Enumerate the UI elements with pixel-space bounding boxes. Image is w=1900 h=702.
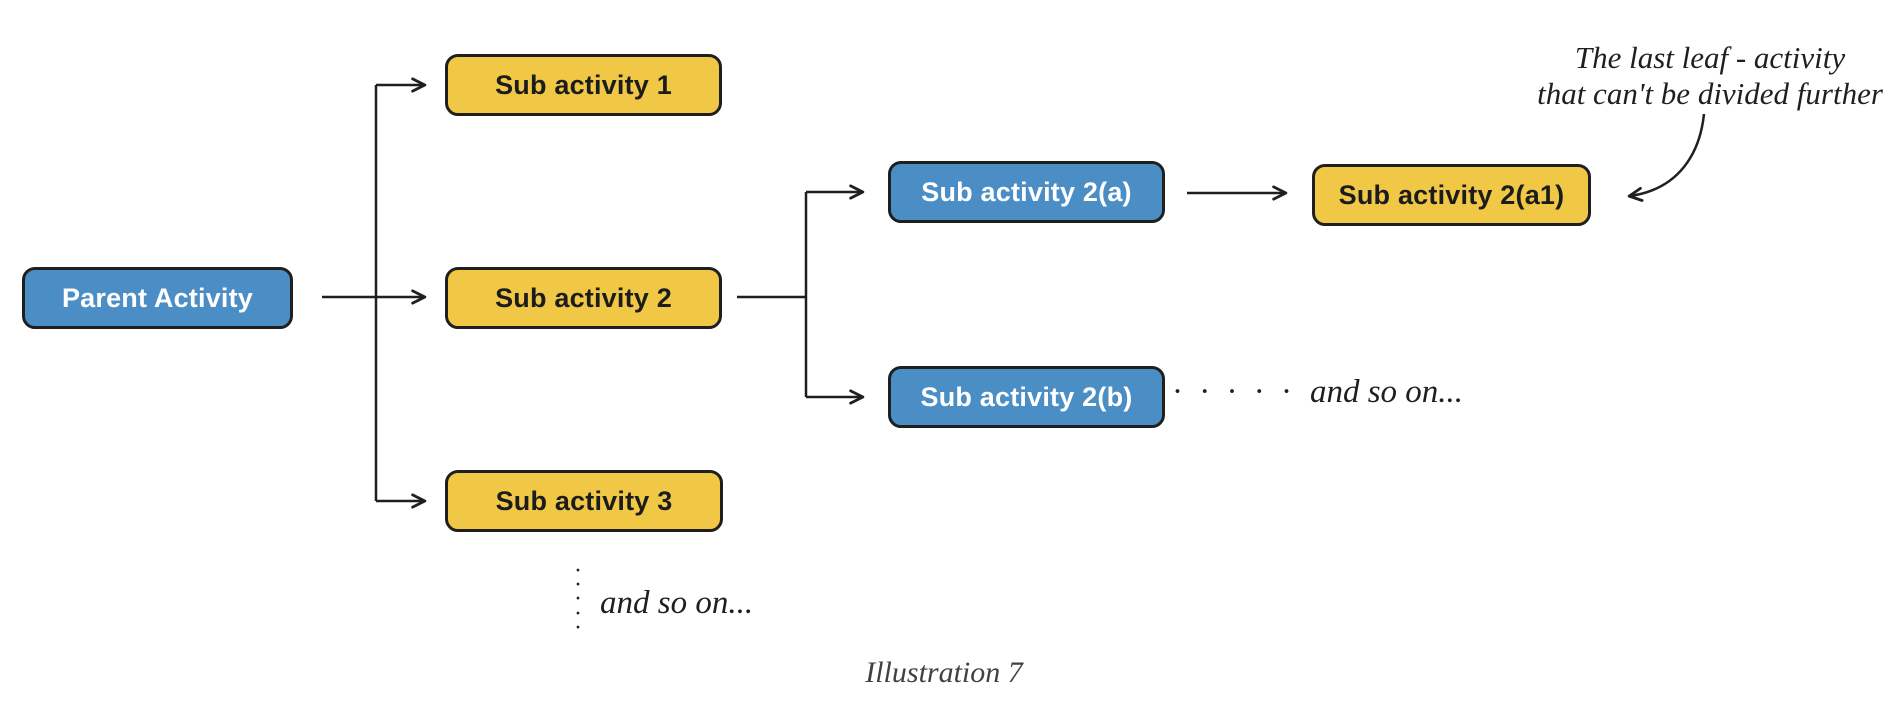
figure-caption: Illustration 7 xyxy=(865,656,1023,689)
node-parent-activity: Parent Activity xyxy=(22,267,293,329)
node-sub-activity-2a-label: Sub activity 2(a) xyxy=(921,176,1132,207)
node-sub-activity-2-label: Sub activity 2 xyxy=(495,282,672,313)
node-sub-activity-2a1-label: Sub activity 2(a1) xyxy=(1338,179,1565,210)
leaf-note-curved-arrow xyxy=(1627,113,1706,202)
and-so-on-branch-text: and so on... xyxy=(1309,374,1464,410)
node-sub-activity-2a1: Sub activity 2(a1) xyxy=(1312,164,1591,226)
leaf-note-annotation: The last leaf - activity that can't be d… xyxy=(1500,40,1900,112)
node-sub-activity-3-label: Sub activity 3 xyxy=(495,485,673,516)
leaf-note-line-1: The last leaf - activity xyxy=(1574,40,1846,75)
node-sub-activity-2a: Sub activity 2(a) xyxy=(888,161,1165,223)
node-sub-activity-1-label: Sub activity 1 xyxy=(495,69,672,100)
and-so-on-branch-annotation: · · · · · and so on... xyxy=(1172,372,1463,412)
ellipsis-dots-horizontal: · · · · · xyxy=(1172,374,1296,410)
node-sub-activity-2b: Sub activity 2(b) xyxy=(888,366,1165,428)
node-sub-activity-1: Sub activity 1 xyxy=(445,54,722,116)
leaf-note-line-2: that can't be divided further xyxy=(1537,76,1883,111)
node-sub-activity-2b-label: Sub activity 2(b) xyxy=(920,381,1133,412)
ellipsis-dots-vertical: · · · · · xyxy=(574,558,582,641)
node-sub-activity-2: Sub activity 2 xyxy=(445,267,722,329)
and-so-on-tree-text: and so on... xyxy=(600,585,754,621)
node-sub-activity-3: Sub activity 3 xyxy=(445,470,723,532)
node-parent-activity-label: Parent Activity xyxy=(61,282,254,313)
